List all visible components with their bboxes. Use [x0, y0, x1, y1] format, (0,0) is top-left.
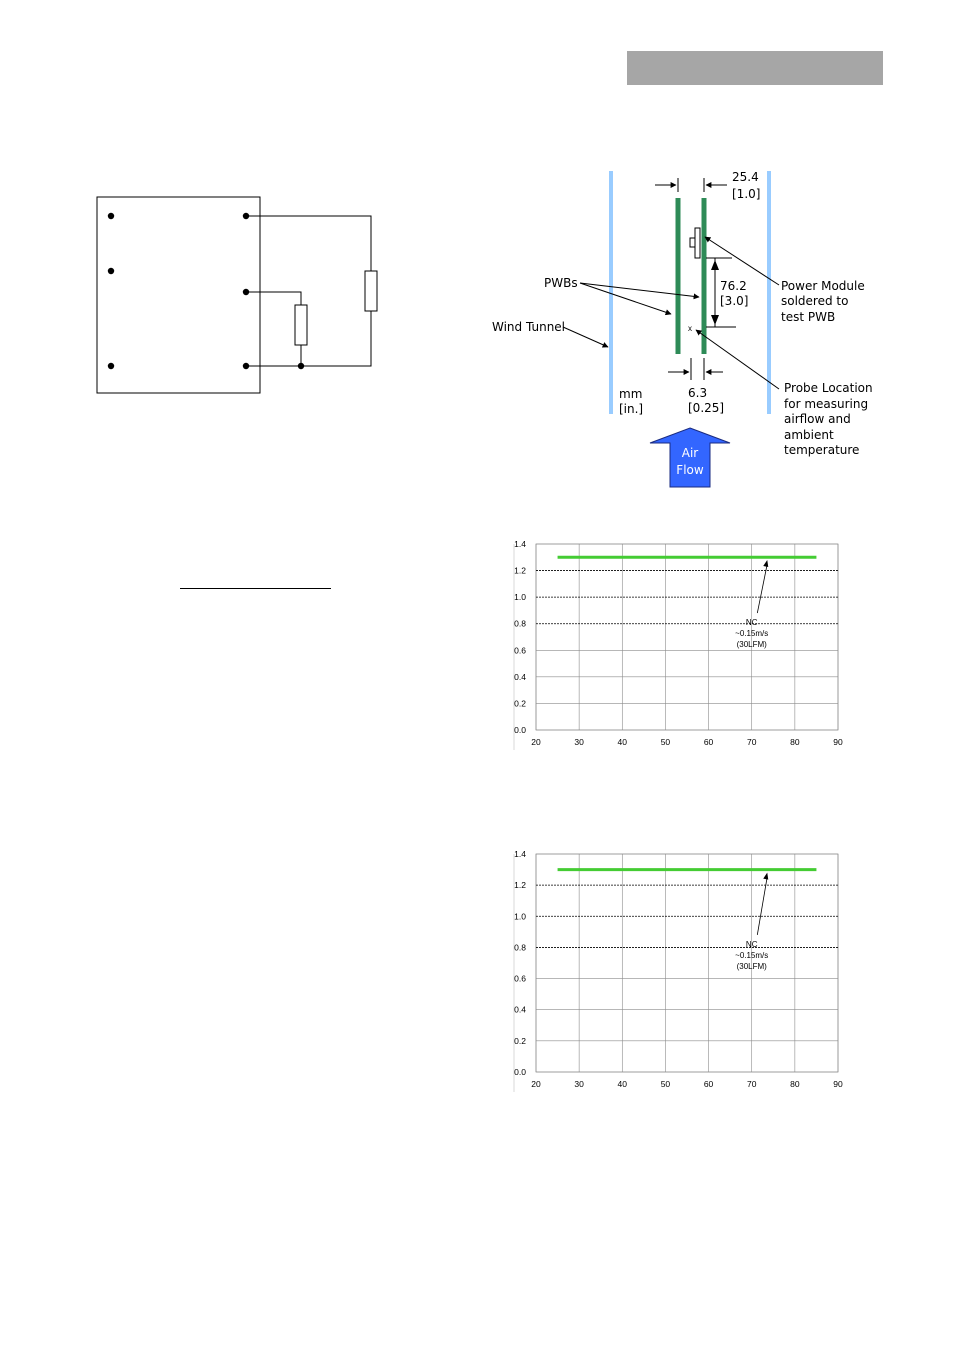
underline-rule [180, 588, 331, 589]
x-tick-label: 60 [704, 737, 714, 747]
y-tick-label: 1.0 [514, 911, 526, 921]
wire [246, 215, 372, 271]
annotation-text: (30LFM) [737, 962, 768, 971]
x-tick-label: 30 [574, 737, 584, 747]
spacing-in-label: [1.0] [732, 187, 760, 201]
y-tick-label: 0.4 [514, 672, 526, 682]
plot-area [535, 853, 839, 1073]
x-tick-label: 50 [661, 737, 671, 747]
air-flow-label-line1: Air [682, 446, 699, 460]
probe-offset-mm-label: 6.3 [688, 386, 707, 400]
y-tick-label: 0.0 [514, 725, 526, 735]
x-tick-label: 40 [618, 737, 628, 747]
x-tick-label: 40 [618, 1079, 628, 1089]
annotation-text: NC [746, 618, 758, 627]
y-tick-label: 1.2 [514, 566, 526, 576]
annotation-text: ~0.15m/s [735, 629, 768, 638]
annotation-text: ~0.15m/s [735, 951, 768, 960]
wind-tunnel-label: Wind Tunnel [492, 320, 565, 334]
annotation-arrowhead [763, 872, 769, 880]
probe-label-line2: for measuring [784, 397, 868, 411]
wire [246, 311, 372, 367]
y-tick-label: 0.8 [514, 942, 526, 952]
pin-dot [107, 362, 115, 370]
x-tick-label: 90 [833, 737, 843, 747]
header-bar [627, 51, 883, 85]
probe-label-line3: airflow and [784, 412, 851, 426]
y-tick-label: 1.0 [514, 592, 526, 602]
pin-dot [107, 267, 115, 275]
y-tick-label: 0.0 [514, 1067, 526, 1077]
probe-marker: x [688, 324, 692, 333]
probe-offset-in-label: [0.25] [688, 401, 724, 415]
y-tick-label: 0.2 [514, 1036, 526, 1046]
power-module-icon [694, 227, 701, 259]
resistor [294, 304, 308, 346]
annotation-arrowhead [763, 559, 769, 567]
power-module-label-line2: soldered to [781, 294, 848, 308]
resistor [364, 270, 378, 312]
annotation-leader [756, 876, 768, 936]
air-flow-label-line2: Flow [676, 463, 704, 477]
x-tick-label: 20 [531, 737, 541, 747]
x-tick-label: 80 [790, 1079, 800, 1089]
power-module-label-line3: test PWB [781, 310, 835, 324]
y-tick-label: 0.6 [514, 645, 526, 655]
air-flow-arrow [649, 427, 731, 488]
y-tick-label: 0.8 [514, 619, 526, 629]
x-tick-label: 50 [661, 1079, 671, 1089]
power-module-label-line1: Power Module [781, 279, 865, 293]
y-tick-label: 1.2 [514, 880, 526, 890]
x-tick-label: 30 [574, 1079, 584, 1089]
probe-label-line1: Probe Location [784, 381, 873, 395]
annotation-text: (30LFM) [737, 640, 768, 649]
x-tick-label: 60 [704, 1079, 714, 1089]
height-in-label: [3.0] [720, 294, 748, 308]
y-tick-label: 0.6 [514, 974, 526, 984]
annotation-leader [756, 563, 768, 614]
pin-dot [107, 212, 115, 220]
y-tick-label: 1.4 [514, 539, 526, 549]
x-tick-label: 20 [531, 1079, 541, 1089]
plot-area [535, 543, 839, 731]
annotation-text: NC [746, 940, 758, 949]
y-tick-label: 0.4 [514, 1005, 526, 1015]
spacing-mm-label: 25.4 [732, 170, 759, 184]
height-mm-label: 76.2 [720, 279, 747, 293]
module-outline [96, 196, 261, 394]
units-mm-label: mm [619, 387, 642, 401]
y-tick-label: 1.4 [514, 849, 526, 859]
probe-label-line4: ambient [784, 428, 834, 442]
wire [246, 291, 302, 305]
junction-dot [297, 362, 305, 370]
x-tick-label: 70 [747, 1079, 757, 1089]
probe-label-line5: temperature [784, 443, 859, 457]
units-in-label: [in.] [619, 402, 643, 416]
pin-dot [242, 362, 250, 370]
pwbs-label: PWBs [544, 276, 578, 290]
power-module-icon [689, 237, 696, 248]
x-tick-label: 80 [790, 737, 800, 747]
y-tick-label: 0.2 [514, 698, 526, 708]
x-tick-label: 90 [833, 1079, 843, 1089]
pin-dot [242, 212, 250, 220]
pin-dot [242, 288, 250, 296]
x-tick-label: 70 [747, 737, 757, 747]
